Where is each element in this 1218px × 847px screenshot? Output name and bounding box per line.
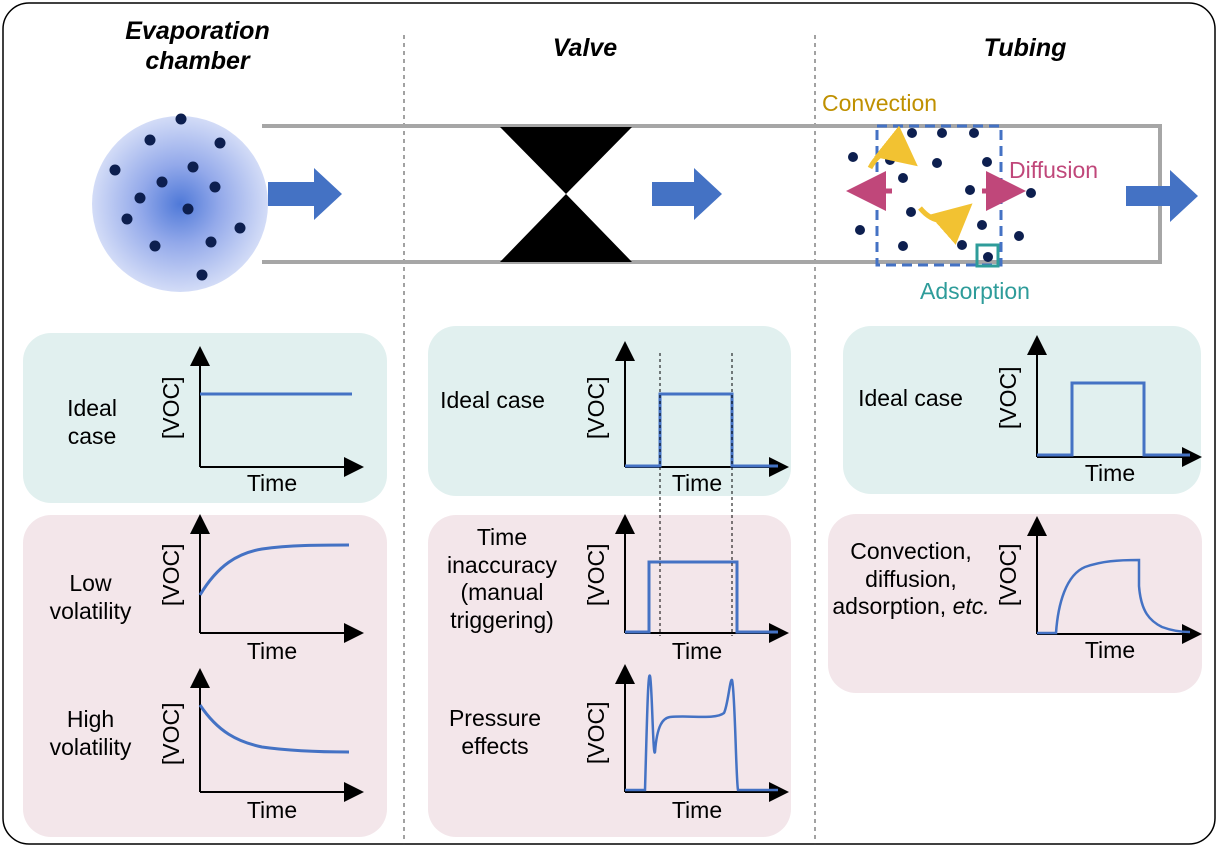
flow-arrow-1	[268, 168, 342, 220]
x-axis-label-tubing-effects: Time	[1084, 637, 1136, 663]
x-axis-label-tubing-ideal: Time	[1084, 460, 1136, 486]
convection-arrow-1	[867, 125, 918, 170]
valve-bottom-triangle	[500, 194, 632, 262]
valve-pressure-label: Pressure effects	[448, 705, 542, 759]
valve-top-triangle	[500, 127, 632, 194]
evap-ideal-label: Ideal case	[67, 395, 117, 449]
x-axis-label-valve-pressure: Time	[671, 797, 723, 823]
curve-tubing-ideal	[1037, 381, 1190, 457]
curve-valve-time	[625, 560, 778, 634]
convection-arrow-2	[918, 203, 973, 245]
evaporation-chamber-sphere	[92, 116, 268, 292]
flow-arrow-2	[652, 168, 722, 220]
y-axis-label-tubing-ideal: [VOC]	[995, 366, 1022, 430]
panel-valve-nonideal	[428, 515, 791, 837]
curve-evap-high	[198, 704, 350, 754]
y-axis-label-evap-high: [VOC]	[158, 702, 185, 766]
y-axis-label-evap-ideal: [VOC]	[158, 376, 185, 440]
chamber-particles	[109, 113, 246, 281]
panel-tubing-ideal	[843, 326, 1201, 494]
panel-valve-ideal	[428, 326, 791, 496]
header-valve: Valve	[552, 34, 618, 62]
adsorption-box	[975, 243, 1000, 268]
curve-evap-low	[198, 543, 350, 596]
x-axis-label-evap-ideal: Time	[246, 470, 298, 496]
tubing-ideal-label: Ideal case	[858, 385, 963, 411]
y-axis-label-valve-pressure: [VOC]	[583, 701, 610, 765]
evap-low-label: Low volatility	[49, 570, 132, 624]
convection-label: Convection	[822, 90, 938, 116]
tubing-effects-etc: etc.	[952, 593, 990, 620]
evap-high-label: High volatility	[49, 706, 132, 760]
y-axis-label-evap-low: [VOC]	[158, 543, 185, 607]
y-axis-label-valve-time: [VOC]	[583, 543, 610, 607]
flow-arrow-3	[1126, 170, 1198, 222]
curve-valve-pressure	[625, 674, 778, 792]
header-tubing: Tubing	[983, 34, 1067, 62]
y-axis-label-valve-ideal: [VOC]	[583, 376, 610, 440]
panel-evap-nonideal	[23, 515, 387, 837]
curve-valve-ideal	[625, 392, 778, 468]
y-axis-label-tubing-effects: [VOC]	[995, 543, 1022, 607]
x-axis-label-valve-time: Time	[671, 638, 723, 664]
adsorption-label: Adsorption	[920, 278, 1030, 304]
x-axis-label-valve-ideal: Time	[671, 470, 723, 496]
x-axis-label-evap-low: Time	[246, 638, 298, 664]
header-evaporation: Evaporation chamber	[125, 17, 270, 75]
panel-evap-ideal	[23, 333, 387, 503]
diffusion-label: Diffusion	[1009, 157, 1099, 183]
x-axis-label-evap-high: Time	[246, 797, 298, 823]
valve-time-label: Time inaccuracy (manual triggering)	[447, 524, 557, 633]
panel-tubing-nonideal	[828, 514, 1202, 693]
curve-tubing-effects	[1037, 558, 1191, 635]
tubing-effects-label: Convection, diffusion, adsorption, etc.	[832, 538, 990, 620]
valve-ideal-label: Ideal case	[440, 387, 545, 413]
